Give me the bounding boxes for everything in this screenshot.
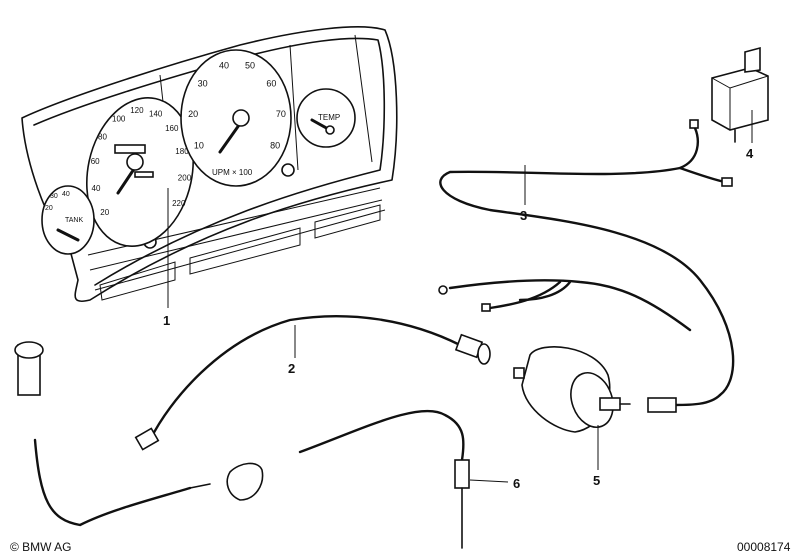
gauge-tick-label: 30 [198,79,208,89]
callout-6: 6 [513,476,520,491]
image-number: 00008174 [737,540,791,554]
gauge-tick-label: 80 [98,132,107,141]
wiring-harness [438,119,735,413]
callout-2: 2 [288,361,295,376]
gauge-tick-label: 80 [270,141,280,151]
callout-3: 3 [520,208,527,223]
copyright: © BMW AG [10,540,72,554]
sender-unit [513,346,631,433]
tank-tick: 20 [45,205,53,212]
tank-gauge: 30 40 20 TANK [41,185,95,255]
gauge-tick-label: 120 [130,106,144,115]
gauge-tick-label: 100 [112,114,126,123]
sensor-cable [14,341,470,549]
relay [711,46,769,143]
gauge-tick-label: 40 [219,60,229,70]
tacho-unit: UPM × 100 [212,168,253,177]
gauge-tick-label: 50 [245,60,255,70]
gauge-tick-label: 10 [194,141,204,151]
gauge-tick-label: 200 [178,173,192,182]
leader-lines [167,110,753,483]
speedometer-cable [134,315,491,451]
tank-label: TANK [65,217,83,224]
gauge-tick-label: 60 [91,157,100,166]
gauge-tick-label: 70 [276,109,286,119]
temp-gauge: TEMP [296,88,356,148]
gauge-tick-label: 180 [175,147,189,156]
callout-4: 4 [746,146,754,161]
tachometer: 10 20 30 40 50 60 70 80 UPM × 100 [180,49,292,187]
gauge-tick-label: 220 [172,199,186,208]
gauge-tick-label: 160 [165,124,179,133]
tank-tick: 40 [62,191,70,198]
gauge-tick-label: 140 [149,110,163,119]
callout-5: 5 [593,473,600,488]
callout-1: 1 [163,313,170,328]
gauge-tick-label: 40 [92,184,101,193]
temp-label: TEMP [318,113,340,122]
tank-tick: 30 [50,193,58,200]
gauge-tick-label: 60 [266,79,276,89]
gauge-tick-label: 20 [100,208,109,217]
gauge-tick-label: 20 [188,109,198,119]
